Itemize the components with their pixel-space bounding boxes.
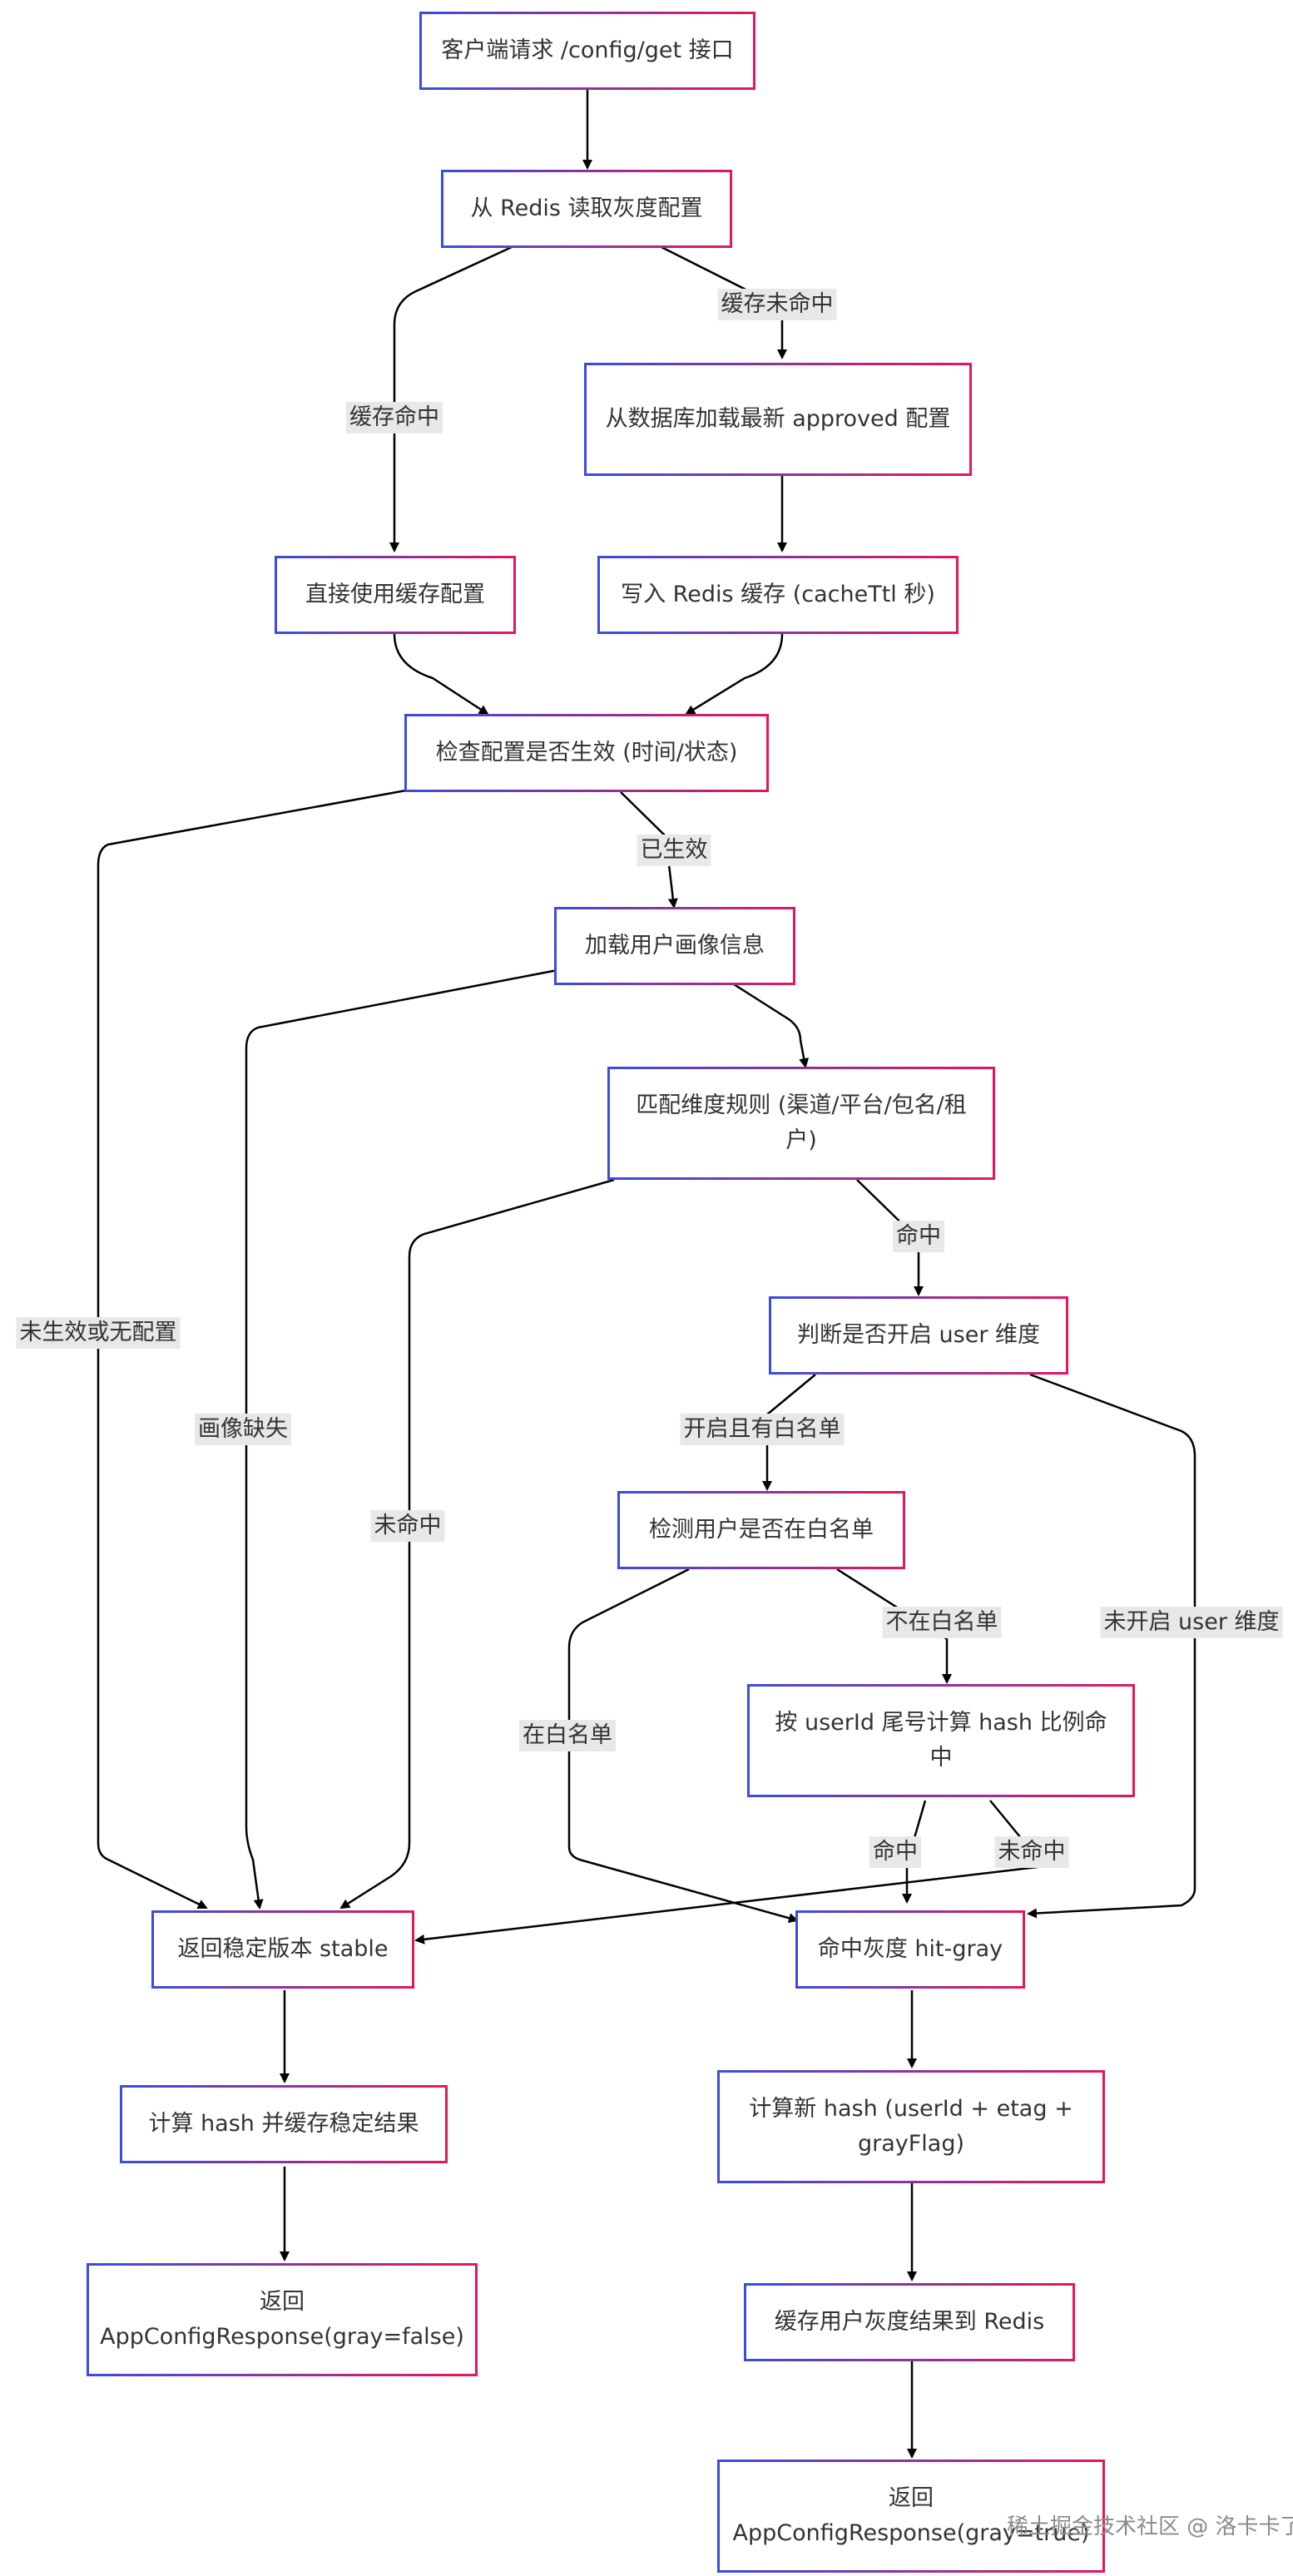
label-not-in-whitelist: 不在白名单 bbox=[882, 1607, 1002, 1638]
node-check-effective: 检查配置是否生效 (时间/状态) bbox=[404, 714, 769, 792]
node-use-cache: 直接使用缓存配置 bbox=[275, 556, 516, 634]
node-return-false: 返回 AppConfigResponse(gray=false) bbox=[87, 2263, 478, 2376]
label-in-whitelist: 在白名单 bbox=[519, 1720, 616, 1751]
node-check-user-dim: 判断是否开启 user 维度 bbox=[769, 1296, 1068, 1375]
node-load-db: 从数据库加载最新 approved 配置 bbox=[584, 363, 972, 476]
edge-whitelist-to-hash bbox=[836, 1568, 952, 1684]
node-hash-ratio: 按 userId 尾号计算 hash 比例命中 bbox=[747, 1684, 1135, 1797]
node-hit-gray: 命中灰度 hit-gray bbox=[795, 1910, 1025, 1989]
edge-profile-to-stable bbox=[245, 968, 558, 1910]
label-rule-miss: 未命中 bbox=[370, 1510, 445, 1542]
label-cache-hit: 缓存命中 bbox=[346, 402, 443, 433]
label-hash-hit: 命中 bbox=[869, 1836, 921, 1868]
node-write-redis: 写入 Redis 缓存 (cacheTtl 秒) bbox=[597, 556, 959, 634]
label-rule-hit: 命中 bbox=[893, 1221, 944, 1252]
node-load-profile: 加载用户画像信息 bbox=[554, 907, 795, 985]
node-calc-hash-gray: 计算新 hash (userId + etag + grayFlag) bbox=[717, 2070, 1105, 2183]
node-cache-gray: 缓存用户灰度结果到 Redis bbox=[744, 2283, 1075, 2361]
label-user-dim-off: 未开启 user 维度 bbox=[1100, 1607, 1283, 1638]
node-return-stable: 返回稳定版本 stable bbox=[151, 1910, 414, 1989]
edge-cache-to-check bbox=[393, 633, 489, 716]
edge-write-to-check bbox=[685, 633, 784, 716]
node-calc-hash-stable: 计算 hash 并缓存稳定结果 bbox=[120, 2085, 448, 2163]
node-read-redis: 从 Redis 读取灰度配置 bbox=[441, 170, 732, 248]
watermark: 稀土掘金技术社区 @ 洛卡卡了 bbox=[1007, 2514, 1293, 2539]
label-effective: 已生效 bbox=[637, 835, 711, 866]
node-client-request: 客户端请求 /config/get 接口 bbox=[419, 12, 755, 90]
edge-match-to-stable bbox=[339, 1178, 615, 1910]
label-whitelist-enabled: 开启且有白名单 bbox=[680, 1414, 845, 1445]
edge-profile-to-match bbox=[733, 983, 810, 1068]
node-check-whitelist: 检测用户是否在白名单 bbox=[617, 1491, 905, 1569]
edge-redis-to-cache bbox=[389, 245, 513, 552]
node-match-rules: 匹配维度规则 (渠道/平台/包名/租户) bbox=[607, 1067, 995, 1180]
edge-check-to-stable bbox=[97, 789, 407, 1910]
label-cache-miss: 缓存未命中 bbox=[717, 289, 837, 320]
edge-userdim-to-hitgray bbox=[1027, 1373, 1196, 1919]
label-hash-miss: 未命中 bbox=[994, 1836, 1069, 1868]
node-return-true: 返回 AppConfigResponse(gray=true) bbox=[717, 2460, 1105, 2573]
label-not-effective: 未生效或无配置 bbox=[16, 1317, 181, 1349]
label-profile-missing: 画像缺失 bbox=[195, 1414, 291, 1445]
